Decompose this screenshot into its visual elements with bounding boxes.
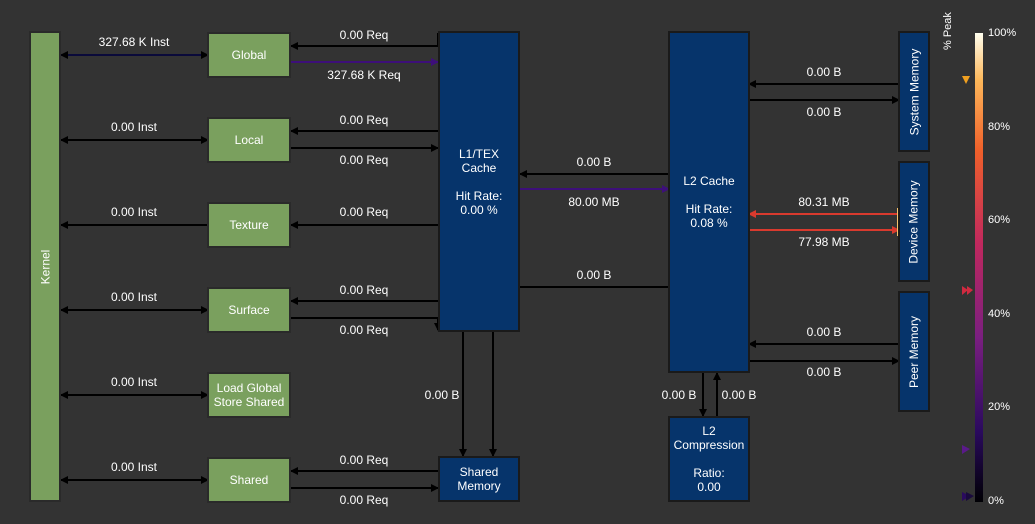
l2-compression-unit[interactable]: L2 Compression Ratio: 0.00 — [668, 416, 750, 502]
load-global-label: Load Global Store Shared — [213, 381, 285, 409]
l2-cache-label: L2 Cache Hit Rate: 0.08 % — [683, 174, 735, 230]
l2-comp-in-label: 0.00 B — [661, 388, 697, 402]
kernel-label: Kernel — [38, 249, 52, 284]
device-memory-unit[interactable]: Device Memory — [898, 161, 930, 282]
l1-shared-label: 0.00 B — [424, 388, 460, 402]
peer-out-label: 0.00 B — [806, 365, 842, 379]
surface-inst-label: 0.00 Inst — [110, 290, 158, 304]
l2-shared-label: 0.00 B — [576, 268, 612, 282]
surface-req-in-label: 0.00 Req — [339, 283, 389, 297]
texture-unit[interactable]: Texture — [207, 202, 291, 248]
global-unit[interactable]: Global — [207, 32, 291, 78]
peer-memory-unit[interactable]: Peer Memory — [898, 291, 930, 412]
scale-marker-mid-a — [962, 286, 968, 295]
scale-tick-60: 60% — [988, 214, 1011, 226]
scale-marker-zero-b — [966, 492, 974, 501]
local-label: Local — [234, 133, 264, 147]
kernel-unit[interactable]: Kernel — [29, 31, 61, 502]
surface-req-out-label: 0.00 Req — [339, 323, 389, 337]
surface-unit[interactable]: Surface — [207, 287, 291, 333]
texture-req-label: 0.00 Req — [339, 205, 389, 219]
load-global-inst-label: 0.00 Inst — [110, 375, 158, 389]
shared-req-in-label: 0.00 Req — [339, 453, 389, 467]
sys-out-label: 0.00 B — [806, 105, 842, 119]
peer-in-label: 0.00 B — [806, 325, 842, 339]
texture-label: Texture — [229, 218, 269, 232]
scale-marker-low — [962, 445, 970, 454]
l2-cache-unit[interactable]: L2 Cache Hit Rate: 0.08 % — [668, 31, 750, 373]
peak-color-scale — [975, 33, 983, 502]
system-memory-unit[interactable]: System Memory — [898, 31, 930, 152]
scale-marker-mid-b — [967, 286, 973, 295]
load-global-unit[interactable]: Load Global Store Shared — [207, 372, 291, 418]
shared-inst-label: 0.00 Inst — [110, 460, 158, 474]
surface-label: Surface — [228, 303, 270, 317]
local-inst-label: 0.00 Inst — [110, 120, 158, 134]
local-unit[interactable]: Local — [207, 117, 291, 163]
peer-memory-label: Peer Memory — [907, 315, 921, 388]
texture-inst-label: 0.00 Inst — [110, 205, 158, 219]
scale-tick-80: 80% — [988, 121, 1011, 133]
shared-memory-label: Shared Memory — [457, 465, 501, 493]
scale-tick-0: 0% — [988, 495, 1004, 507]
scale-title: % Peak — [942, 12, 954, 50]
shared-unit[interactable]: Shared — [207, 457, 291, 503]
dev-in-label: 80.31 MB — [798, 195, 850, 209]
local-req-out-label: 0.00 Req — [339, 153, 389, 167]
system-memory-label: System Memory — [907, 48, 921, 135]
l1-cache-label: L1/TEX Cache Hit Rate: 0.00 % — [455, 146, 503, 217]
shared-memory-unit[interactable]: Shared Memory — [438, 456, 520, 502]
global-label: Global — [231, 48, 267, 62]
shared-req-out-label: 0.00 Req — [339, 493, 389, 507]
scale-tick-40: 40% — [988, 308, 1011, 320]
l1-cache-unit[interactable]: L1/TEX Cache Hit Rate: 0.00 % — [438, 31, 520, 332]
global-req-in-label: 0.00 Req — [339, 28, 389, 42]
scale-marker-high — [962, 76, 970, 84]
l1-l2-in-label: 0.00 B — [576, 155, 612, 169]
scale-tick-100: 100% — [988, 27, 1017, 39]
sys-in-label: 0.00 B — [806, 65, 842, 79]
global-req-out-label: 327.68 K Req — [327, 68, 401, 82]
l2-compression-label: L2 Compression Ratio: 0.00 — [673, 424, 745, 494]
device-memory-label: Device Memory — [907, 179, 922, 264]
scale-tick-20: 20% — [988, 401, 1011, 413]
l1-l2-out-label: 80.00 MB — [568, 195, 620, 209]
l2-comp-out-label: 0.00 B — [721, 388, 757, 402]
local-req-in-label: 0.00 Req — [339, 113, 389, 127]
global-inst-label: 327.68 K Inst — [98, 35, 170, 49]
shared-label: Shared — [229, 473, 269, 487]
dev-out-label: 77.98 MB — [798, 235, 850, 249]
